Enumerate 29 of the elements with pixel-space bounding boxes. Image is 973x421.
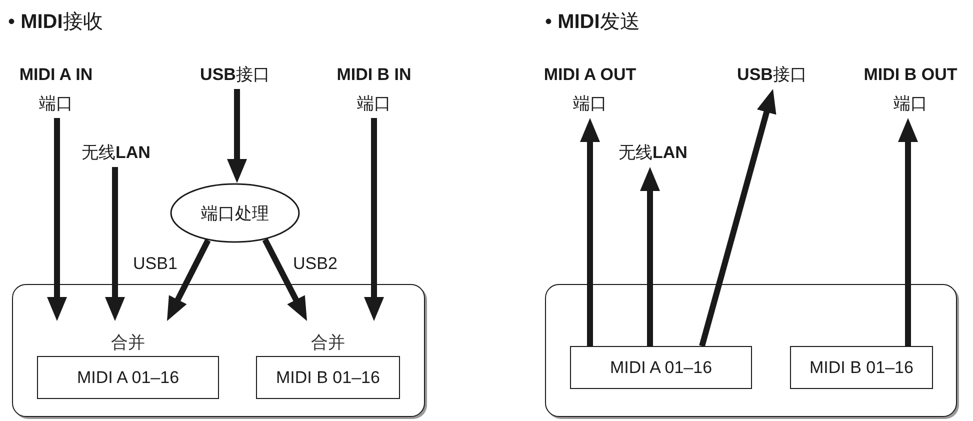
process-label: 端口处理 — [201, 202, 269, 224]
arrow — [167, 238, 211, 321]
port-label: MIDI A OUT 端口 — [525, 60, 655, 118]
port-label: 无线LAN — [603, 138, 703, 167]
channel-box: MIDI B 01–16 — [790, 346, 933, 389]
channel-box: MIDI A 01–16 — [37, 356, 219, 399]
arrow — [227, 89, 247, 184]
section-heading: • MIDI发送 — [545, 10, 640, 35]
port-label: USB接口 — [722, 60, 822, 89]
section-heading: • MIDI接收 — [8, 10, 103, 35]
arrow — [898, 118, 918, 346]
arrow — [364, 118, 384, 321]
device-panel — [545, 284, 957, 417]
channel-box: MIDI B 01–16 — [256, 356, 400, 399]
channel-box: MIDI A 01–16 — [570, 346, 752, 389]
arrow — [699, 89, 776, 347]
device-panel — [12, 284, 425, 417]
arrow — [105, 167, 125, 321]
port-label: 无线LAN — [66, 138, 166, 167]
merge-label: 合并 — [311, 333, 345, 353]
merge-label: 合并 — [111, 333, 145, 353]
arrow — [47, 118, 67, 321]
arrow — [262, 238, 307, 321]
port-label: MIDI A IN 端口 — [0, 60, 112, 118]
port-label: MIDI B IN 端口 — [322, 60, 426, 118]
arrow — [580, 118, 600, 346]
port-label: MIDI B OUT 端口 — [848, 60, 973, 118]
port-label: USB接口 — [185, 60, 285, 89]
arrow — [640, 167, 660, 346]
